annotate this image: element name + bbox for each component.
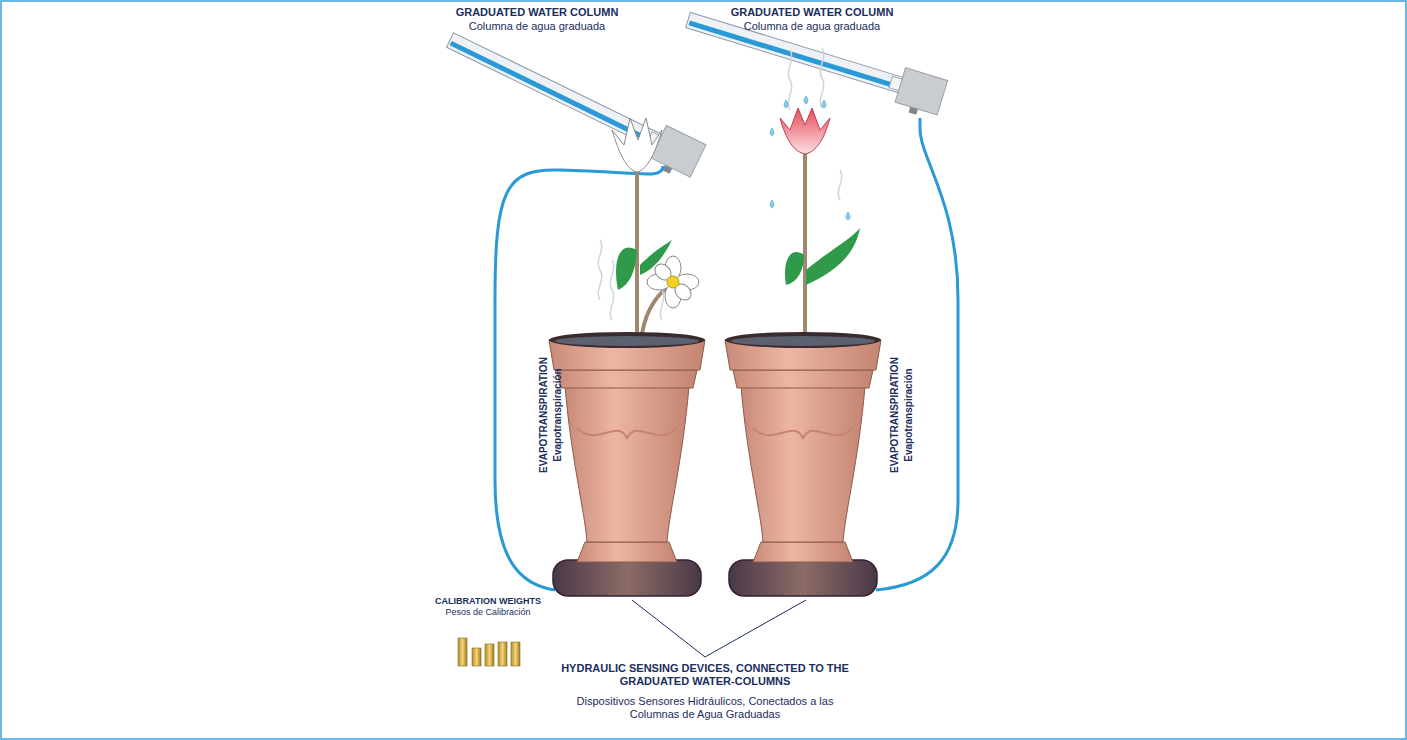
process-label: Evapotranspiración bbox=[552, 368, 564, 461]
column-subtitle: Columna de agua graduada bbox=[682, 20, 942, 33]
plants-left bbox=[612, 118, 699, 342]
sensor-title: HYDRAULIC SENSING DEVICES, CONNECTED TO … bbox=[540, 662, 870, 688]
column-subtitle: Columna de agua graduada bbox=[407, 20, 667, 33]
hose bbox=[876, 118, 958, 590]
process-label: EVAPOTRANSPIRATION bbox=[538, 357, 550, 473]
column-title: GRADUATED WATER COLUMN bbox=[407, 6, 667, 19]
calibration-weights bbox=[458, 638, 520, 666]
sensor-subtitle: Dispositivos Sensores Hidráulicos, Conec… bbox=[560, 695, 850, 721]
process-label: Evapotranspiración bbox=[903, 368, 915, 461]
process-label: EVAPOTRANSPIRATION bbox=[889, 357, 901, 473]
water-column bbox=[439, 24, 705, 183]
water-column bbox=[681, 3, 948, 121]
column-title: GRADUATED WATER COLUMN bbox=[682, 6, 942, 19]
vapour bbox=[598, 48, 841, 320]
weights-title: CALIBRATION WEIGHTS bbox=[418, 596, 558, 607]
plant-right bbox=[780, 108, 860, 342]
leader-line bbox=[632, 600, 806, 657]
weights-subtitle: Pesos de Calibración bbox=[418, 607, 558, 618]
